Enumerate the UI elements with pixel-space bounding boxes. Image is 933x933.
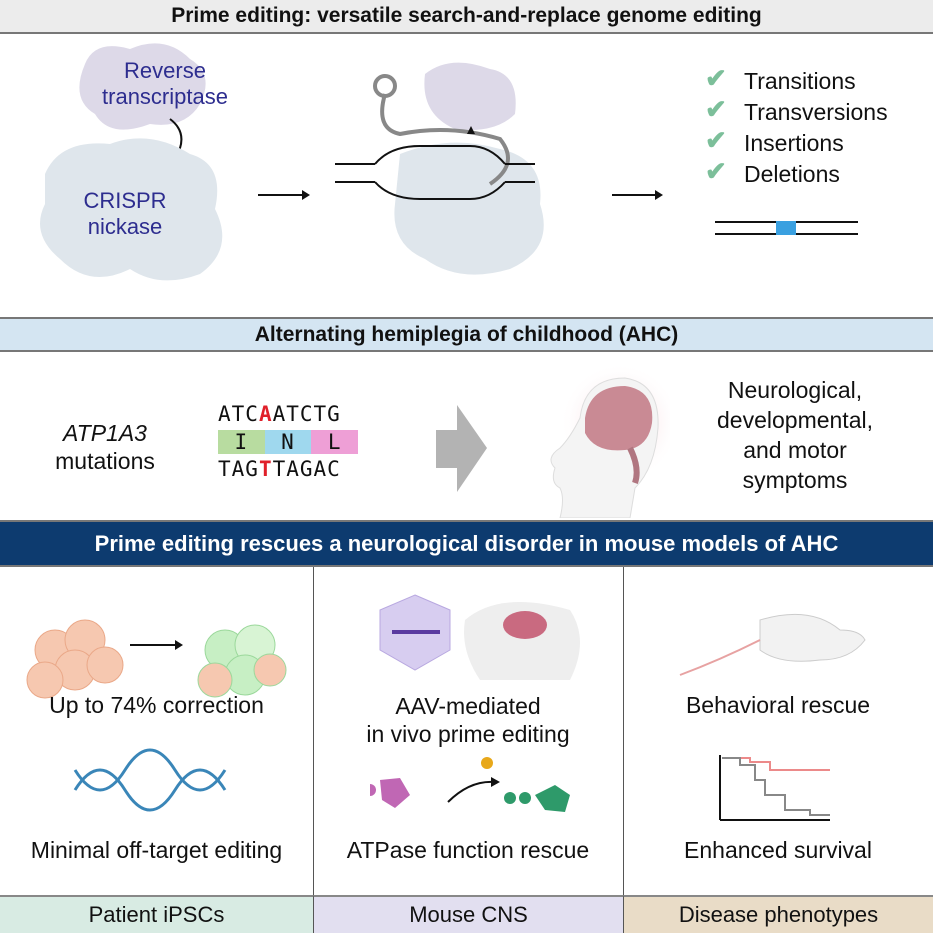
gray-arrow-icon — [436, 405, 487, 492]
check-icon: ✔ — [705, 63, 727, 93]
mouse-head-icon — [464, 602, 580, 680]
amino-acids: I N L — [218, 430, 359, 454]
protein-after-icon — [504, 785, 570, 812]
atpase-text: ATPase function rescue — [346, 837, 590, 863]
ahc-header: Alternating hemiplegia of childhood (AHC… — [0, 317, 933, 352]
edit-type: Transversions — [744, 99, 888, 125]
edit-type: Transitions — [744, 68, 856, 94]
complex-rt — [424, 62, 516, 130]
behavioral-text: Behavioral rescue — [685, 692, 871, 718]
edit-type: Deletions — [744, 161, 840, 187]
phosphate-icon — [481, 757, 493, 769]
check-icon: ✔ — [705, 156, 727, 186]
check-icon: ✔ — [705, 125, 727, 155]
check-icon: ✔ — [705, 94, 727, 124]
title-bar: Prime editing: versatile search-and-repl… — [0, 0, 933, 34]
off-target-text: Minimal off-target editing — [30, 837, 283, 863]
column-divider — [313, 567, 314, 895]
mouse-icon — [759, 613, 866, 662]
mouse-survival-illustration — [679, 613, 866, 821]
dna-bubble — [335, 145, 535, 200]
rescue-header: Prime editing rescues a neurological dis… — [0, 520, 933, 567]
dna-helix-icon — [73, 748, 227, 812]
reverse-transcriptase-shape — [79, 43, 206, 130]
gene-name: ATP1A3 — [63, 420, 147, 446]
protein-before-icon — [370, 778, 410, 808]
edited-dna-icon — [715, 221, 858, 235]
column-divider — [623, 567, 624, 895]
edit-type: Insertions — [744, 130, 844, 156]
correction-text: Up to 74% correction — [49, 692, 264, 718]
footer-mouse-cns: Mouse CNS — [313, 895, 623, 933]
footer-patient-ipscs: Patient iPSCs — [0, 895, 313, 933]
nickase-label: CRISPR nickase — [83, 188, 167, 239]
nickase-shape — [40, 138, 223, 281]
sequence-bottom: TAGTTAGAC — [218, 457, 341, 481]
footer-disease-phenotypes: Disease phenotypes — [623, 895, 933, 933]
complex-nickase — [394, 142, 544, 275]
gene-mutations: mutations — [55, 448, 155, 474]
aav-mouse-illustration — [370, 594, 580, 812]
ipsc-illustration — [26, 619, 287, 812]
rt-label: Reverse transcriptase — [102, 58, 228, 109]
sequence-top: ATCAATCTG — [218, 402, 341, 426]
prime-editor-illustration — [40, 43, 858, 281]
survival-text: Enhanced survival — [684, 837, 872, 863]
child-brain-illustration — [550, 363, 670, 518]
pegrna — [380, 93, 510, 186]
survival-curve-chart — [719, 755, 830, 821]
